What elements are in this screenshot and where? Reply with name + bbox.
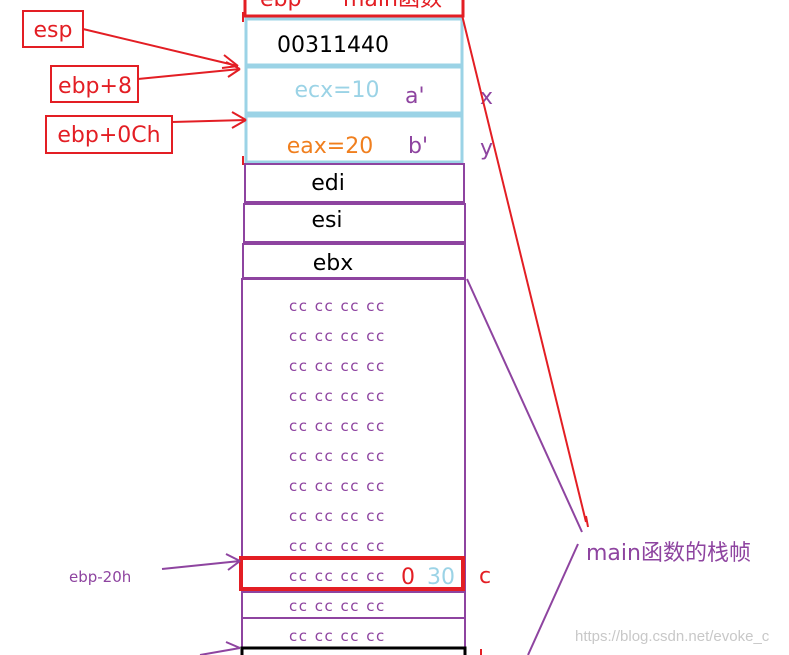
esp-label: esp [34,18,73,43]
top-box [243,0,465,18]
ebx-cell [242,243,466,279]
bottom-black-cell [240,646,467,655]
esi-label: esi [311,208,342,233]
cc-row: cc cc cc cc [289,357,386,375]
frame-red-tick [585,515,589,528]
ebp-minus-20h-label: ebp-20h [69,568,131,586]
c-zero-value: 0 [401,565,415,590]
edi-cell [244,163,465,203]
b-prime-label: b' [408,134,428,159]
cc-row: cc cc cc cc [289,507,386,525]
a-prime-label: a' [405,84,425,109]
eax-cell [244,114,464,164]
locals-area [241,278,466,655]
ebp-minus-20h-arrow [161,560,241,570]
return-address-cell [244,17,464,67]
ebp-minus-20h-arrow-head [225,553,241,571]
frame-purple-line-lower [527,543,579,655]
ebp-plus-0ch-label: ebp+0Ch [57,123,160,148]
cc-row: cc cc cc cc [289,597,386,615]
watermark: https://blog.csdn.net/evoke_c [575,628,770,645]
cc-row: cc cc cc cc [289,447,386,465]
ebp-plus-8-box [50,65,139,103]
cc-row: cc cc cc cc [289,537,386,555]
ecx-value: ecx=10 [294,78,379,103]
cc-row: cc cc cc cc [289,477,386,495]
ebp-plus-8-arrow-head [225,61,241,78]
cc-row: cc cc cc cc [289,417,386,435]
frame-purple-line-upper [466,278,583,533]
ebp-plus-8-arrow [137,68,241,80]
ebp-plus-0ch-arrow [171,119,247,123]
cc-row-c: cc cc cc cc [289,567,386,585]
c-thirty-value: 30 [427,565,455,590]
ebp-plus-0ch-box [45,115,173,154]
cc-row: cc cc cc cc [289,627,386,645]
ecx-cell [244,65,464,115]
edi-label: edi [311,171,345,196]
y-label: y [480,136,493,161]
cc-row: cc cc cc cc [289,297,386,315]
bottom-left-arrow-head [225,641,241,649]
frame-red-line [461,14,587,523]
ebx-label: ebx [313,251,354,276]
ebp-plus-8-label: ebp+8 [58,74,132,99]
c-label: c [479,564,491,589]
esp-arrow [82,28,239,67]
main-frame-label: main函数的栈帧 [586,541,751,566]
top-box-ebp-label: ebp [260,0,301,12]
c-cell-highlight [239,556,465,591]
eax-value: eax=20 [287,134,373,159]
bottom-left-arrow [199,647,241,655]
top-box-main-label: main函数 [343,0,442,12]
esi-cell [243,203,466,243]
cc-row: cc cc cc cc [289,327,386,345]
return-address-value: 00311440 [277,33,389,58]
ebp-plus-0ch-arrow-head [231,111,247,129]
cc-row: cc cc cc cc [289,387,386,405]
